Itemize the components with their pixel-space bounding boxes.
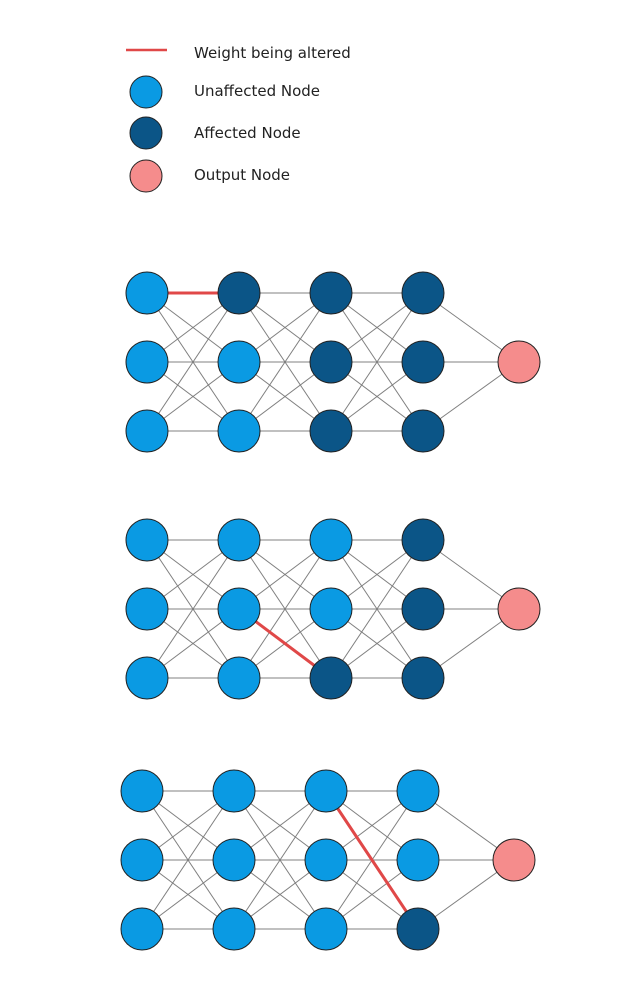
unaffected-node [120, 838, 164, 882]
affected-node [401, 518, 445, 562]
affected-node [401, 409, 445, 453]
affected-node [217, 271, 261, 315]
weight-edge [146, 292, 240, 432]
unaffected-node [396, 838, 440, 882]
unaffected-node [217, 409, 261, 453]
unaffected-node [309, 518, 353, 562]
affected-node [401, 587, 445, 631]
affected-node [401, 271, 445, 315]
legend-affected-node [129, 116, 163, 150]
legend-affected-label: Affected Node [194, 124, 301, 142]
weight-edge [238, 292, 332, 432]
legend-unaffected-node [129, 75, 163, 109]
network-nodes [120, 769, 536, 951]
unaffected-node [120, 907, 164, 951]
output-node [497, 340, 541, 384]
affected-node [309, 656, 353, 700]
network-2 [125, 518, 541, 700]
affected-node [309, 409, 353, 453]
network-nodes [125, 271, 541, 453]
unaffected-node [212, 838, 256, 882]
legend: Weight being altered Unaffected Node Aff… [126, 44, 351, 193]
unaffected-node [304, 769, 348, 813]
weight-edge [238, 539, 332, 679]
unaffected-node [304, 838, 348, 882]
affected-node [309, 271, 353, 315]
unaffected-node [396, 769, 440, 813]
affected-node [309, 340, 353, 384]
legend-weight-label: Weight being altered [194, 44, 351, 62]
output-node [497, 587, 541, 631]
unaffected-node [125, 518, 169, 562]
weight-edge [233, 790, 327, 930]
weight-edge [330, 539, 424, 679]
affected-node [401, 656, 445, 700]
unaffected-node [217, 656, 261, 700]
unaffected-node [125, 587, 169, 631]
network-3 [120, 769, 536, 951]
unaffected-node [212, 907, 256, 951]
unaffected-node [120, 769, 164, 813]
weight-edge [146, 539, 240, 679]
affected-node [401, 340, 445, 384]
weight-edge [330, 292, 424, 432]
unaffected-node [212, 769, 256, 813]
legend-unaffected-label: Unaffected Node [194, 82, 320, 100]
legend-output-node [129, 159, 163, 193]
unaffected-node [217, 340, 261, 384]
output-node [492, 838, 536, 882]
unaffected-node [125, 340, 169, 384]
network-1 [125, 271, 541, 453]
network-nodes [125, 518, 541, 700]
unaffected-node [304, 907, 348, 951]
unaffected-node [217, 587, 261, 631]
weight-edge [141, 790, 235, 930]
altered-weight-edge [324, 790, 420, 930]
unaffected-node [309, 587, 353, 631]
unaffected-node [125, 656, 169, 700]
unaffected-node [217, 518, 261, 562]
legend-output-label: Output Node [194, 166, 290, 184]
affected-node [396, 907, 440, 951]
unaffected-node [125, 409, 169, 453]
unaffected-node [125, 271, 169, 315]
networks [120, 271, 541, 951]
